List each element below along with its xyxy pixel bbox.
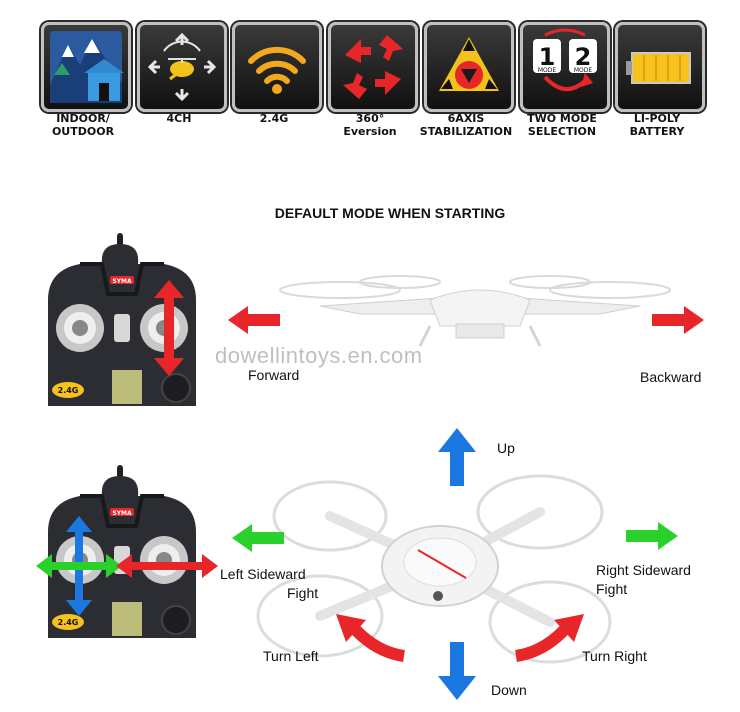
feature-label-6axis: 6AXIS STABILIZATION (414, 112, 518, 138)
drone-side-view (279, 275, 671, 347)
badge-2-4g: 2.4G (58, 386, 79, 395)
feature-indoor-outdoor (41, 22, 131, 112)
right-sideward-arrow (626, 522, 678, 550)
label-backward: Backward (640, 369, 702, 385)
wifi-signal-icon (248, 46, 306, 94)
house-mountain-icon (50, 31, 124, 103)
feature-2-4g (232, 22, 322, 112)
feature-360-eversion (328, 22, 418, 112)
brand-logo: SYMA (112, 278, 132, 285)
label-left-sideward-line2: Fight (287, 585, 319, 601)
feature-label-line1: INDOOR/ (56, 112, 110, 125)
feature-label-line2: Eversion (343, 125, 397, 138)
badge-2-4g: 2.4G (58, 618, 79, 627)
feature-battery (615, 22, 705, 112)
up-arrow (438, 428, 476, 486)
feature-6axis (424, 22, 514, 112)
feature-label-line2: OUTDOOR (51, 125, 115, 138)
turn-stick-arrow (116, 554, 218, 578)
feature-two-mode: 1 2 MODE MODE (520, 22, 610, 112)
triangle-gyro-icon (439, 37, 499, 91)
feature-label-two-mode: TWO MODE SELECTION (510, 112, 614, 138)
forward-back-stick-arrow (154, 280, 184, 376)
mode-switch-icon: 1 2 MODE MODE (533, 28, 597, 91)
left-sideward-arrow (232, 524, 284, 552)
sideward-stick-arrow (36, 554, 122, 578)
turn-left-arrow (336, 614, 406, 662)
feature-label-line1: 4CH (166, 112, 192, 125)
brand-logo: SYMA (112, 510, 132, 517)
remote-controller-bottom: SYMA 2.4G (48, 465, 196, 638)
feature-label-2-4g: 2.4G (222, 112, 326, 125)
feature-label-indoor-outdoor: INDOOR/ OUTDOOR (31, 112, 135, 138)
label-right-sideward-line1: Right Sideward (596, 562, 691, 578)
mode-1-word: MODE (538, 67, 557, 74)
label-forward: Forward (248, 367, 300, 383)
feature-label-battery: LI-POLY BATTERY (605, 112, 709, 138)
battery-icon (626, 52, 691, 84)
feature-label-360-eversion: 360° Eversion (318, 112, 422, 138)
forward-arrow (228, 306, 280, 334)
rotate-arrows-icon (343, 35, 403, 99)
turn-right-arrow (514, 614, 584, 662)
feature-label-line1: 6AXIS (447, 112, 485, 125)
mode-1-digit: 1 (539, 43, 556, 71)
down-arrow (438, 642, 476, 700)
feature-label-4ch: 4CH (127, 112, 231, 125)
section-title: DEFAULT MODE WHEN STARTING (274, 205, 506, 221)
feature-label-line2: STABILIZATION (419, 125, 513, 138)
mode-2-digit: 2 (575, 43, 592, 71)
label-right-sideward-line2: Fight (596, 581, 628, 597)
feature-label-line1: 360° (355, 112, 385, 125)
label-right-sideward: Right Sideward Fight (596, 561, 691, 599)
feature-4ch (137, 22, 227, 112)
feature-label-line2: BATTERY (629, 125, 685, 138)
label-turn-left: Turn Left (263, 648, 319, 664)
feature-label-line2: SELECTION (527, 125, 597, 138)
drone-top-view (256, 474, 612, 664)
backward-arrow (652, 306, 704, 334)
feature-label-line1: LI-POLY (633, 112, 681, 125)
feature-label-line1: TWO MODE (527, 112, 597, 125)
watermark: dowellintoys.en.com (215, 343, 423, 368)
feature-label-line1: 2.4G (259, 112, 289, 125)
label-turn-right: Turn Right (582, 648, 647, 664)
mode-2-word: MODE (574, 67, 593, 74)
helicopter-arrows-icon (147, 32, 217, 102)
label-up: Up (497, 440, 515, 456)
label-down: Down (491, 682, 527, 698)
label-left-sideward-line1: Left Sideward (220, 566, 306, 582)
label-left-sideward: Left Sideward Fight (220, 565, 318, 603)
